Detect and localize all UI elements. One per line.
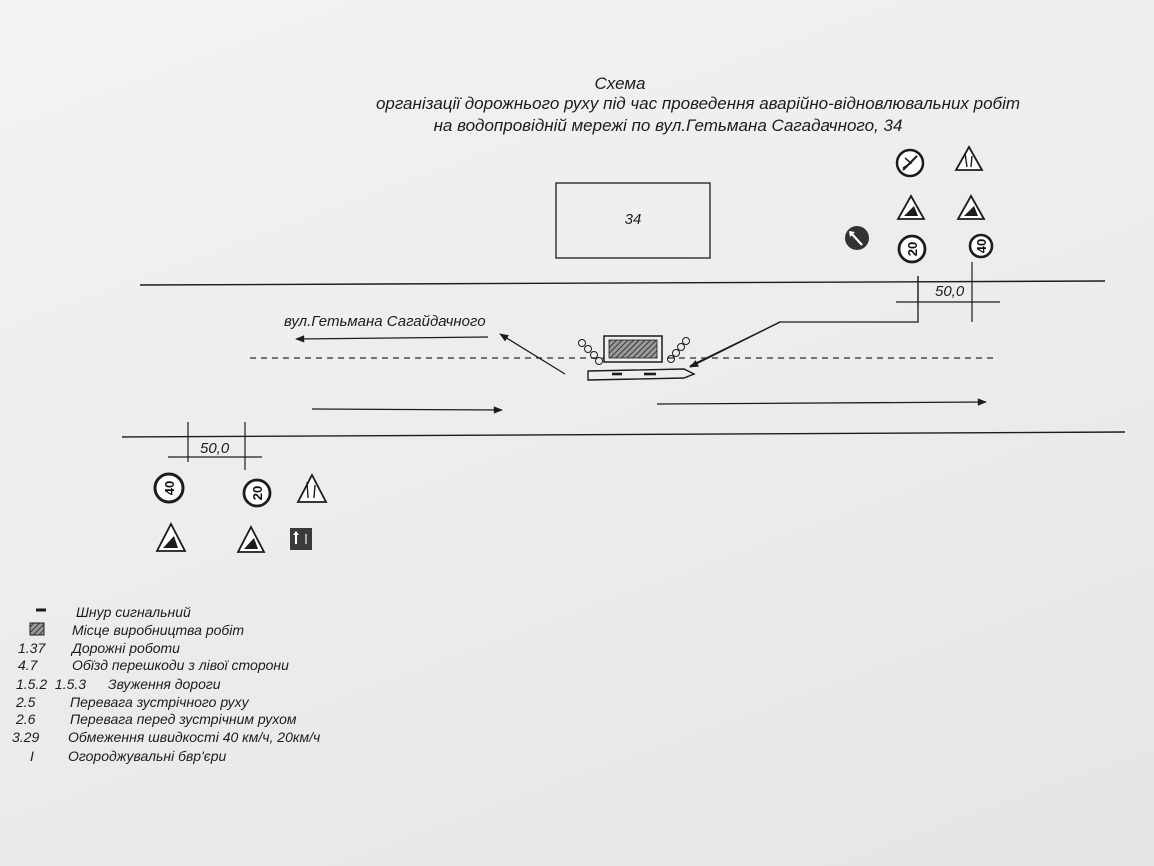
legend-text-0: Шнур сигнальний [76, 604, 191, 620]
work-zone-icon [578, 335, 696, 381]
detour-arrow-right [689, 321, 781, 368]
legend-code-7: 3.29 [12, 729, 39, 745]
speed-limit-sign-icon [897, 234, 927, 264]
road-edge-bottom [121, 431, 1126, 438]
legend-text-5: Перевага зустрічного руху [70, 694, 250, 710]
title-line2: організації дорожнього руху під час пров… [376, 94, 1020, 113]
distance-label-top: 50,0 [935, 283, 965, 300]
legend-code-2: 1.37 [18, 640, 46, 656]
building-label: 34 [625, 211, 642, 228]
legend-code-8: I [30, 748, 34, 764]
traffic-arrow-eastbound-1 [311, 406, 503, 414]
legend-text-6: Перевага перед зустрічним рухом [70, 711, 297, 727]
speed-20-top-value: 20 [905, 242, 920, 256]
traffic-arrow-westbound [295, 335, 489, 343]
road-works-sign-icon [155, 522, 187, 552]
legend-text-4: Звуження дороги [108, 676, 221, 692]
road-works-sign-icon [956, 194, 986, 220]
speed-40-top-value: 40 [974, 239, 989, 253]
legend-text-2: Дорожні роботи [70, 640, 180, 656]
distance-label-bottom: 50,0 [200, 440, 230, 457]
road-works-sign-icon [236, 525, 266, 553]
speed-limit-sign-icon [968, 233, 994, 259]
priority-over-oncoming-sign-icon [895, 148, 925, 178]
work-zone-legend-icon [29, 622, 45, 636]
traffic-arrow-eastbound-2 [656, 398, 987, 406]
detour-arrow-left [499, 333, 566, 375]
road-works-sign-icon [896, 194, 926, 220]
distance-marker-top [896, 262, 1000, 322]
legend: Шнур сигнальний Місце виробництва робіт … [12, 604, 320, 764]
legend-text-8: Огороджувальні бвр'єри [68, 748, 226, 764]
detour-path-right [689, 276, 919, 367]
title-line1: Схема [595, 74, 646, 93]
speed-40-bottom-value: 40 [162, 481, 177, 495]
legend-code-3: 4.7 [18, 657, 39, 673]
narrowing-sign-icon [296, 473, 328, 503]
legend-text-1: Місце виробництва робіт [72, 622, 244, 638]
legend-code-6: 2.6 [15, 711, 36, 727]
street-label: вул.Гетьмана Сагайдачного [284, 313, 486, 330]
road-edge-top [139, 280, 1106, 286]
title-line3: на водопровідній мережі по вул.Гетьмана … [434, 116, 903, 135]
detour-left-sign-icon [845, 226, 869, 250]
distance-marker-bottom [168, 422, 262, 470]
priority-oncoming-sign-icon [290, 528, 312, 550]
narrowing-sign-icon [954, 145, 984, 171]
speed-20-bottom-value: 20 [250, 486, 265, 500]
legend-code-5: 2.5 [15, 694, 36, 710]
legend-code-4: 1.5.2 1.5.3 [16, 676, 86, 692]
speed-limit-sign-icon [153, 472, 185, 504]
legend-text-7: Обмеження швидкості 40 км/ч, 20км/ч [68, 729, 320, 745]
legend-text-3: Обїзд перешкоди з лівої сторони [72, 657, 289, 673]
speed-limit-sign-icon [242, 478, 272, 508]
building-34 [555, 182, 711, 259]
